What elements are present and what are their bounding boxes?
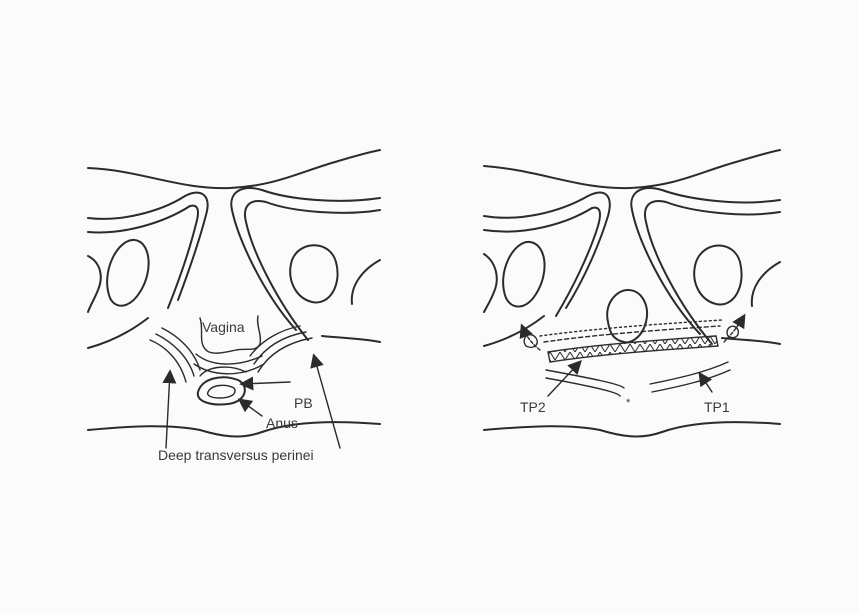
perineal-body: [200, 367, 246, 376]
right-panel-left-obturator: [503, 242, 544, 307]
right-panel-right-ramus-inner: [645, 201, 780, 344]
pb-arrow: [242, 382, 290, 384]
right-panel: TP2 TP1 *: [484, 150, 780, 436]
tp1-muscle-lines: [546, 362, 730, 396]
anus-arrow: [240, 400, 262, 416]
label-tp2: TP2: [520, 399, 546, 415]
anus-outer: [198, 377, 245, 404]
left-top-contour: [88, 150, 380, 188]
label-anus: Anus: [266, 415, 298, 431]
right-pubic-ramus-outer: [231, 188, 380, 330]
label-tp1: TP1: [704, 399, 730, 415]
left-obturator-foramen: [107, 240, 149, 306]
right-panel-right-lateral: [752, 262, 780, 306]
right-panel-right-obturator: [694, 246, 741, 305]
left-lateral-contour: [88, 256, 101, 312]
label-vagina: Vagina: [202, 319, 245, 335]
right-panel-right-ramus-outer: [631, 188, 780, 334]
right-lateral-contour: [352, 260, 380, 304]
anus-inner: [208, 385, 235, 398]
deep-transversus-arrow-left: [166, 372, 170, 448]
tp1-arrow: [700, 374, 712, 392]
label-deep-transversus: Deep transversus perinei: [158, 447, 314, 463]
right-pubic-ramus-inner: [245, 201, 380, 340]
label-pb: PB: [294, 395, 313, 411]
right-obturator-foramen: [290, 245, 337, 302]
right-panel-right-lower: [722, 338, 780, 344]
left-deep-transversus-muscle: [150, 328, 200, 382]
right-panel-left-lateral: [484, 254, 497, 312]
right-bottom-contour: [484, 422, 780, 436]
right-panel-left-lower: [484, 316, 544, 346]
right-panel-left-ramus-outer: [484, 193, 610, 308]
label-star: *: [626, 397, 631, 409]
deep-transversus-arrow-right: [314, 356, 340, 448]
right-lower-contour: [322, 336, 380, 342]
left-lower-contour: [88, 318, 148, 348]
right-top-contour: [484, 150, 780, 188]
right-panel-left-ramus-inner: [484, 208, 600, 316]
left-panel: Vagina PB Anus Deep transversus perinei: [88, 150, 380, 463]
